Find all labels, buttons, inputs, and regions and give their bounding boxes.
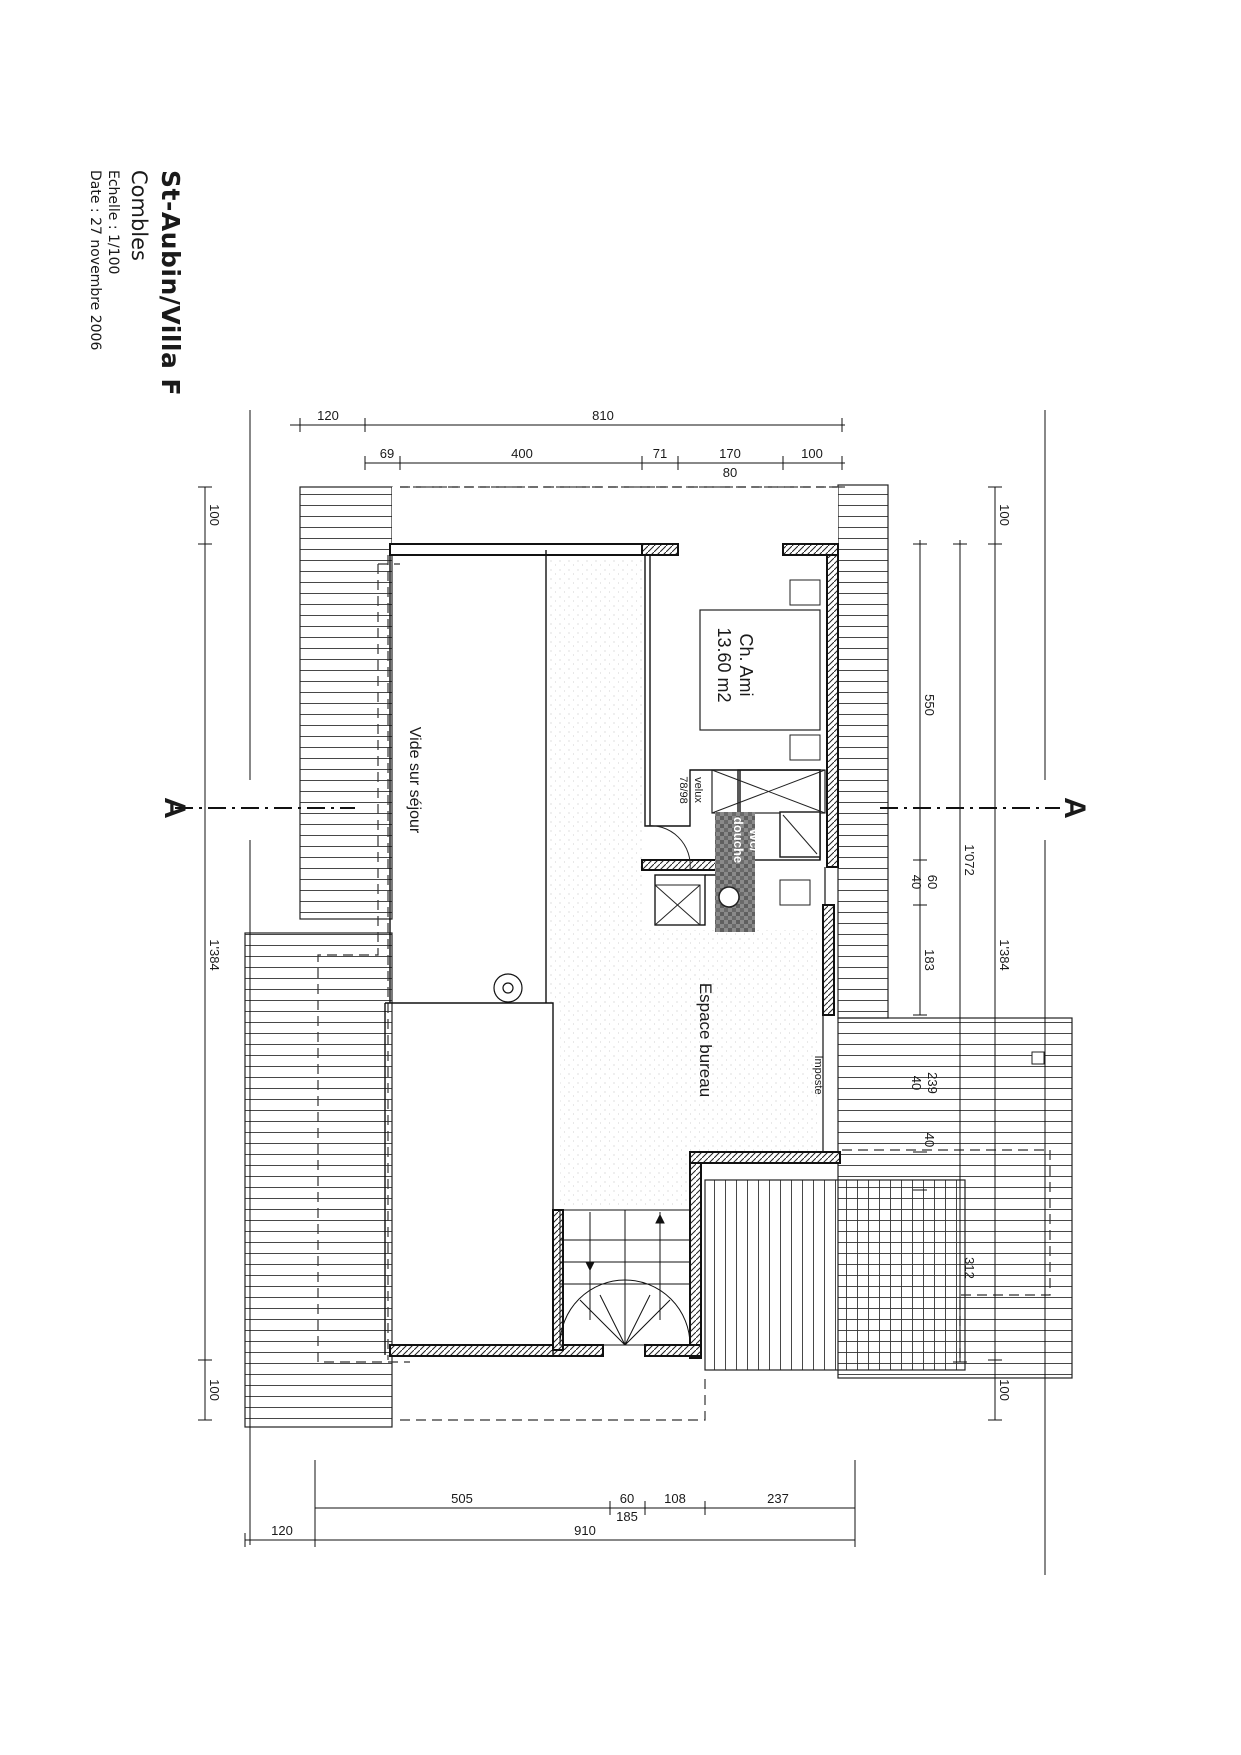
dim-left-100-top: 100	[207, 504, 222, 526]
dim-top-810: 810	[592, 408, 614, 423]
dim-right-183: 183	[922, 949, 937, 971]
dim-left-100-bottom: 100	[207, 1379, 222, 1401]
dim-right-1072: 1'072	[962, 844, 977, 875]
dim-right-60: 60	[925, 875, 940, 889]
floor-areas	[548, 560, 820, 1205]
dim-right-100-bottom: 100	[997, 1379, 1012, 1401]
staircase	[559, 1209, 691, 1346]
dim-top-69: 69	[380, 446, 394, 461]
wc-shower	[654, 811, 821, 932]
label-guest-room: Ch. Ami	[736, 633, 756, 696]
dim-top-170: 170	[719, 446, 741, 461]
section-marks: A A	[158, 797, 1091, 819]
dim-left-1384: 1'384	[207, 939, 222, 970]
dim-top-100: 100	[801, 446, 823, 461]
label-office: Espace bureau	[696, 983, 715, 1097]
dim-bottom-910: 910	[574, 1523, 596, 1538]
section-mark-right: A	[1058, 797, 1091, 819]
dim-top-120: 120	[317, 408, 339, 423]
label-transom: Imposte	[812, 1055, 824, 1094]
label-skylight: velux	[692, 777, 704, 803]
dim-right-100-top: 100	[997, 504, 1012, 526]
dim-right-550: 550	[922, 694, 937, 716]
dim-right-40c: 40	[922, 1133, 937, 1147]
dim-bottom-237: 237	[767, 1491, 789, 1506]
dim-right-312: 312	[962, 1257, 977, 1279]
guest-room-furniture	[644, 579, 826, 871]
dim-right-239: 239	[925, 1072, 940, 1094]
dim-top-71: 71	[653, 446, 667, 461]
label-void-living: Vide sur séjour	[406, 727, 423, 834]
dim-right-40b: 40	[909, 1076, 924, 1090]
dim-right-1384: 1'384	[997, 939, 1012, 970]
dimension-labels: 120 810 69 400 71 170 100 80 100 1'384 1…	[207, 408, 1012, 1538]
label-skylight-size: 78/98	[677, 776, 689, 804]
section-mark-left: A	[158, 797, 191, 819]
dim-bottom-108: 108	[664, 1491, 686, 1506]
dim-bottom-120: 120	[271, 1523, 293, 1538]
dim-bottom-60: 60	[620, 1491, 634, 1506]
dim-top-80: 80	[723, 465, 737, 480]
dim-top-400: 400	[511, 446, 533, 461]
roof-areas	[244, 484, 1073, 1428]
label-guest-room-area: 13.60 m2	[714, 627, 734, 702]
room-labels: Vide sur séjour Espace bureau Ch. Ami 13…	[406, 627, 824, 1097]
label-shower: douche	[731, 817, 746, 863]
dim-bottom-505: 505	[451, 1491, 473, 1506]
dim-right-40a: 40	[909, 875, 924, 889]
label-wc: Wc/	[747, 828, 762, 852]
dimension-lines	[198, 410, 1046, 1575]
dim-bottom-185: 185	[616, 1509, 638, 1524]
walls	[389, 543, 841, 1359]
flue	[493, 973, 523, 1003]
